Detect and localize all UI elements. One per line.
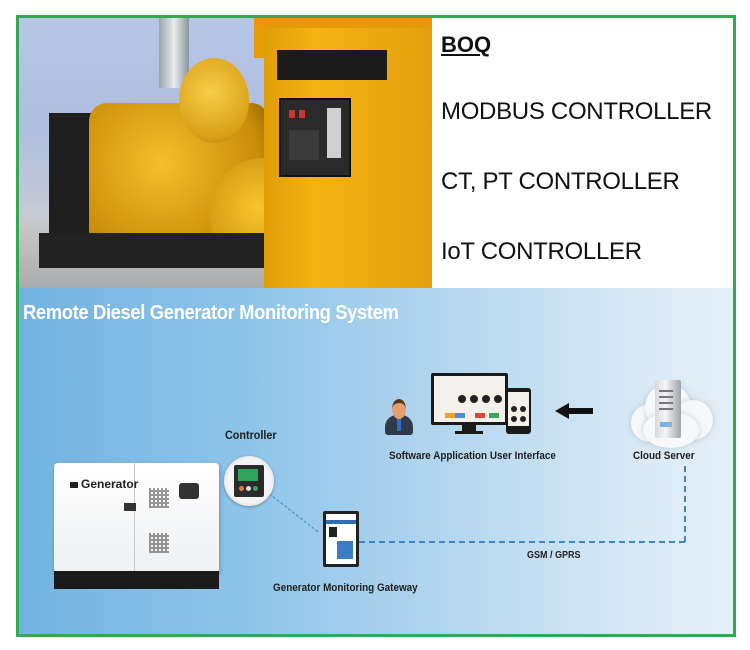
arrow-left-icon: [555, 403, 593, 419]
vent-grill: [149, 488, 169, 508]
controller-button: [246, 486, 251, 491]
boq-item-modbus: MODBUS CONTROLLER: [441, 98, 712, 125]
controller-button: [253, 486, 258, 491]
vent-grill: [149, 533, 169, 553]
gateway-icon: [323, 511, 359, 567]
figure-frame: BOQ MODBUS CONTROLLER CT, PT CONTROLLER …: [16, 15, 736, 637]
boq-item-ct-pt: CT, PT CONTROLLER: [441, 168, 680, 195]
gateway-screen: [329, 527, 337, 537]
controller-icon: [224, 456, 274, 506]
gauge: [482, 395, 490, 403]
breaker-panel: [279, 98, 351, 177]
cabinet-vent: [277, 50, 387, 80]
monitor-base: [455, 431, 483, 434]
monitor-stand: [462, 425, 476, 431]
cloud-label: Cloud Server: [633, 450, 695, 462]
link-gsm-cloud: [684, 466, 686, 542]
generator-window: [179, 483, 199, 499]
gauge: [511, 406, 517, 412]
server-icon: [655, 380, 681, 438]
gsm-label: GSM / GPRS: [527, 550, 581, 561]
skid-base: [39, 233, 269, 268]
gauge: [511, 416, 517, 422]
user-tie: [397, 417, 401, 431]
door-latch: [124, 503, 136, 511]
link-controller-gateway: [268, 493, 319, 533]
gauge: [520, 416, 526, 422]
user-icon: [385, 399, 413, 435]
ui-label: Software Application User Interface: [389, 450, 556, 462]
user-head: [392, 399, 406, 419]
diagram-title: Remote Diesel Generator Monitoring Syste…: [23, 302, 399, 324]
generator-photo: [19, 18, 432, 288]
boq-item-iot: IoT CONTROLLER: [441, 238, 642, 265]
status-bar: [475, 413, 485, 418]
controller-label: Controller: [225, 428, 277, 442]
boq-list: BOQ MODBUS CONTROLLER CT, PT CONTROLLER …: [439, 18, 733, 288]
generator-icon: Generator: [54, 463, 219, 573]
status-bar: [489, 413, 499, 418]
gauge: [494, 395, 502, 403]
door-split: [134, 463, 135, 573]
gateway-label: Generator Monitoring Gateway: [273, 582, 418, 594]
status-bar: [445, 413, 455, 418]
air-filter: [179, 58, 249, 143]
gauge: [520, 406, 526, 412]
gauge: [470, 395, 478, 403]
link-gateway-gsm: [359, 541, 685, 543]
controller-screen: [238, 469, 258, 481]
status-bar: [455, 413, 465, 418]
monitoring-diagram: Remote Diesel Generator Monitoring Syste…: [19, 288, 733, 634]
gateway-pump-graphic: [337, 541, 353, 559]
generator-label: Generator: [70, 477, 138, 491]
server-display: [660, 422, 672, 427]
gauge: [458, 395, 466, 403]
monitor-icon: [431, 373, 508, 425]
phone-icon: [506, 388, 531, 434]
generator-base: [54, 571, 219, 589]
controller-button: [239, 486, 244, 491]
boq-title: BOQ: [441, 32, 492, 57]
gateway-band: [326, 520, 356, 524]
